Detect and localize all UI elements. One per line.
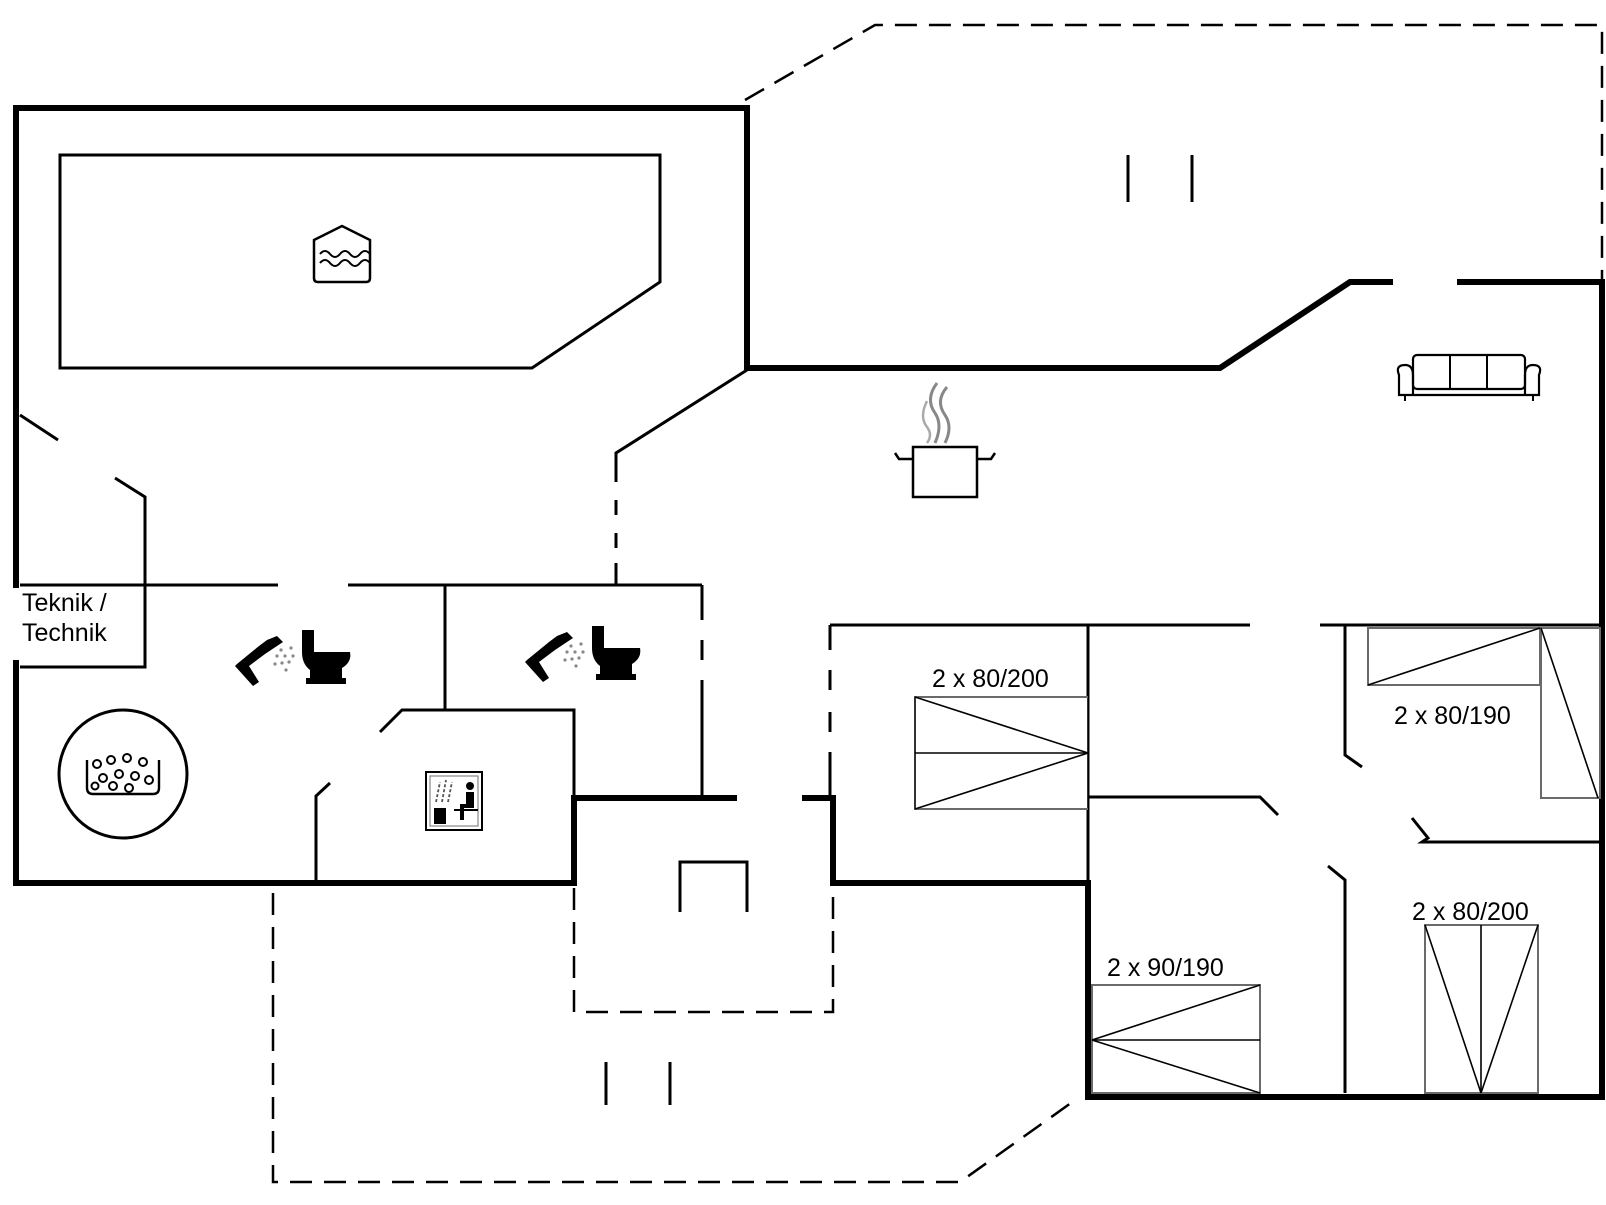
bed-room-c bbox=[1091, 984, 1261, 1094]
bed-room-a bbox=[914, 696, 1089, 810]
toilet-icon bbox=[592, 626, 641, 680]
interior-walls bbox=[19, 368, 1600, 1093]
bed-room-b bbox=[1367, 627, 1601, 799]
room-label-technik-line2: Technik bbox=[22, 619, 107, 647]
room-label-technik-line1: Teknik / bbox=[22, 589, 107, 617]
bed-label-c: 2 x 90/190 bbox=[1107, 954, 1224, 982]
pool bbox=[58, 153, 662, 370]
exterior-walls bbox=[13, 105, 1605, 1100]
bed-room-d bbox=[1424, 924, 1539, 1094]
toilet-icon bbox=[302, 630, 351, 684]
sauna-icon bbox=[425, 771, 483, 831]
bed-label-a: 2 x 80/200 bbox=[932, 665, 1049, 693]
pool-icon bbox=[312, 224, 372, 284]
whirlpool-icon bbox=[57, 708, 189, 840]
shower-icon bbox=[235, 636, 295, 686]
sofa-icon bbox=[1396, 353, 1542, 401]
terrace-south bbox=[271, 893, 1079, 1184]
bed-label-d: 2 x 80/200 bbox=[1412, 898, 1529, 926]
terrace-north bbox=[744, 23, 1604, 280]
cooking-pot-icon bbox=[893, 382, 997, 499]
room-label-technik: Teknik / Technik bbox=[22, 588, 107, 648]
shower-icon bbox=[525, 632, 585, 682]
entrance-porch bbox=[572, 860, 835, 1014]
bed-label-b: 2 x 80/190 bbox=[1394, 702, 1511, 730]
